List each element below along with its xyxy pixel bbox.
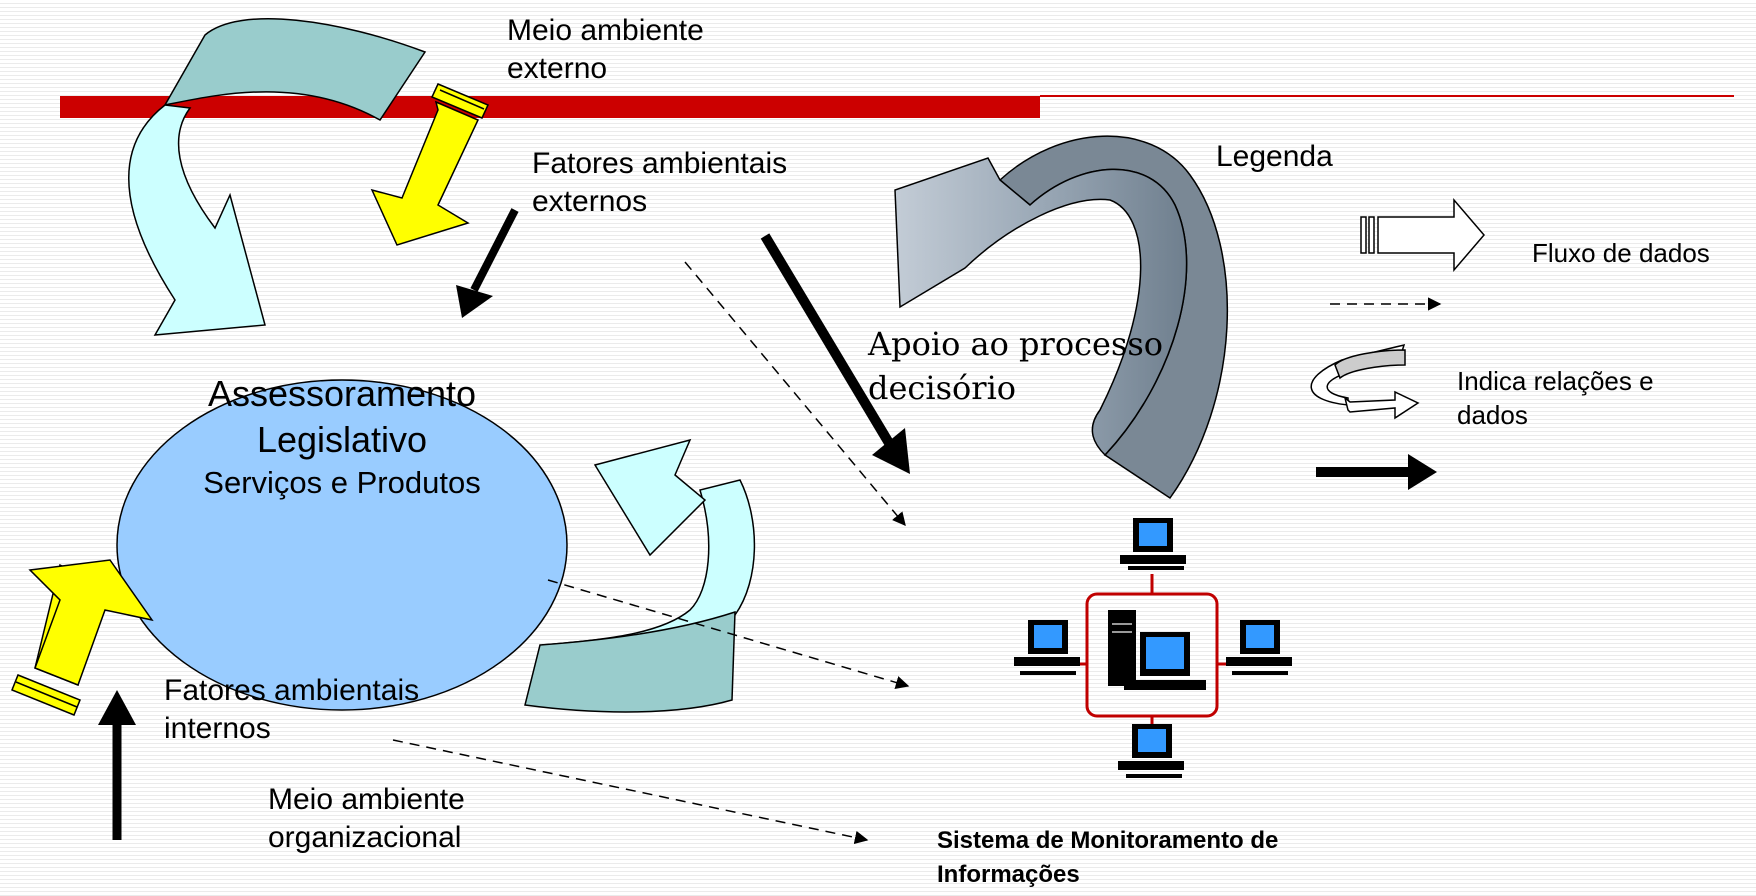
pc-bottom xyxy=(1118,724,1184,778)
label-meio-organizacional-line1: Meio ambiente xyxy=(268,783,465,816)
legend-relacoes-label: Indica relações e dados xyxy=(1457,364,1654,432)
label-meio-organizacional-line2: organizacional xyxy=(268,821,462,854)
curved-arrow-top-left xyxy=(128,18,427,336)
hollow-arrow-icon xyxy=(1360,197,1485,273)
title-bar-red xyxy=(60,96,1040,118)
label-fatores-externos: Fatores ambientais externos xyxy=(532,145,787,221)
label-meio-externo: Meio ambiente externo xyxy=(507,12,704,88)
yellow-arrow-bottom xyxy=(11,559,154,716)
yellow-arrow-top xyxy=(370,83,490,246)
title-bar-line xyxy=(1040,95,1734,97)
pc-right xyxy=(1226,620,1292,675)
legend-title: Legenda xyxy=(1216,140,1333,173)
server-center xyxy=(1108,610,1206,690)
legend-relacoes-line2: dados xyxy=(1457,400,1528,430)
label-sistema-line2: Informações xyxy=(937,861,1080,888)
label-apoio: Apoio ao processo decisório xyxy=(868,322,1163,410)
black-arrow-diagonal xyxy=(760,233,910,474)
dashed-arrows xyxy=(392,261,910,845)
legend-relacoes-line1: Indica relações e xyxy=(1457,366,1654,396)
curved-relation-icon xyxy=(1310,343,1420,420)
label-meio-externo-line1: Meio ambiente xyxy=(507,14,704,47)
dashed-arrow-2 xyxy=(547,579,910,690)
central-label: Assessoramento Legislativo Serviços e Pr… xyxy=(117,371,567,503)
label-apoio-line1: Apoio ao processo xyxy=(868,325,1164,363)
label-fatores-externos-line1: Fatores ambientais xyxy=(532,147,788,180)
label-apoio-line2: decisório xyxy=(868,369,1017,407)
title-bar xyxy=(60,95,1734,118)
pc-left xyxy=(1014,620,1080,675)
label-fatores-internos-line1: Fatores ambientais xyxy=(164,674,420,707)
curved-arrow-grey xyxy=(894,135,1229,500)
black-arrow-external xyxy=(456,208,519,318)
pc-top xyxy=(1120,518,1186,570)
thick-legend-arrow xyxy=(1316,454,1437,490)
legend-fluxo-label: Fluxo de dados xyxy=(1532,238,1710,268)
label-fatores-externos-line2: externos xyxy=(532,185,648,218)
label-fatores-internos: Fatores ambientais internos xyxy=(164,672,419,748)
label-sistema-line1: Sistema de Monitoramento de xyxy=(937,827,1279,854)
legend-graphics xyxy=(1310,197,1485,490)
dashed-arrow-1 xyxy=(684,261,906,527)
central-label-line2: Legislativo xyxy=(256,419,428,460)
label-meio-organizacional: Meio ambiente organizacional xyxy=(268,781,465,857)
label-meio-externo-line2: externo xyxy=(507,52,608,85)
central-label-line1: Assessoramento xyxy=(207,373,477,414)
curved-arrow-bottom xyxy=(524,438,756,713)
label-sistema: Sistema de Monitoramento de Informações xyxy=(937,824,1278,892)
black-arrow-internal xyxy=(98,690,136,840)
central-ellipse xyxy=(116,379,568,711)
network-computers-icon xyxy=(1014,518,1292,778)
central-label-line3: Serviços e Produtos xyxy=(203,465,481,500)
dashed-arrow-3 xyxy=(392,739,869,845)
label-fatores-internos-line2: internos xyxy=(164,712,271,745)
